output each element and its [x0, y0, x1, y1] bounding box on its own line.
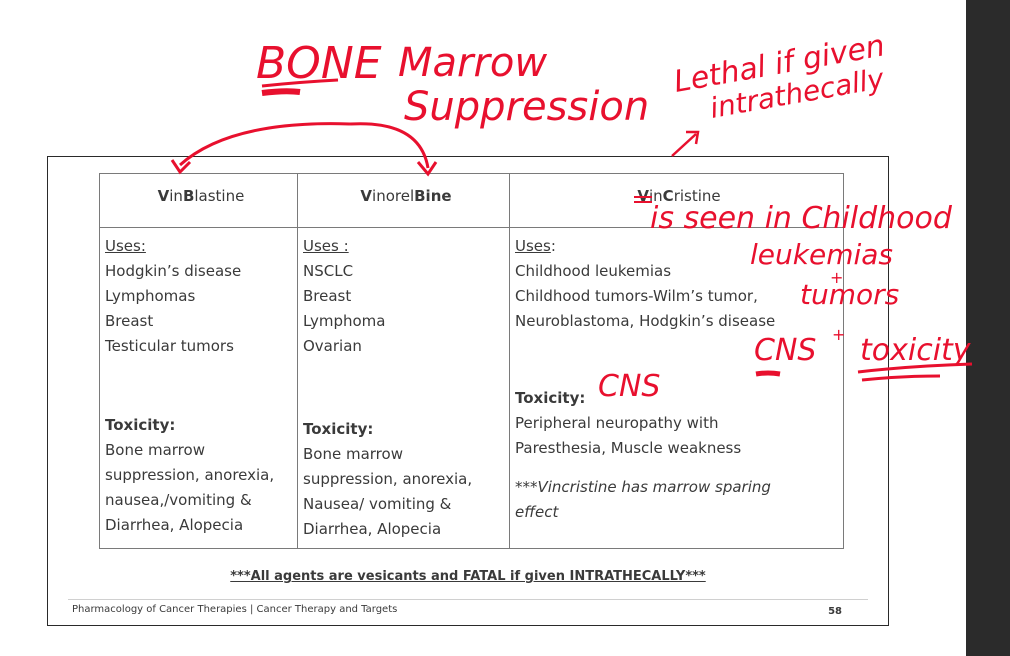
footer-divider — [68, 599, 868, 600]
use-item: Lymphomas — [105, 287, 196, 305]
header-vinblastine: VinBlastine — [99, 173, 298, 228]
uses-colon: : — [550, 237, 556, 255]
note-text: ***Vincristine has marrow sparing — [515, 478, 771, 496]
vincristine-cell: Uses: Childhood leukemias Childhood tumo… — [509, 227, 844, 549]
toxicity-item: suppression, anorexia, — [303, 470, 473, 488]
ink-intrathecally: intrathecally — [707, 62, 886, 125]
header-text: lastine — [194, 187, 245, 205]
header-letter: V — [637, 187, 649, 205]
use-item: NSCLC — [303, 262, 354, 280]
header-text: in — [169, 187, 183, 205]
ink-bone: BONE — [256, 38, 382, 89]
fatal-warning: ***All agents are vesicants and FATAL if… — [230, 569, 706, 584]
ink-arrow — [671, 130, 700, 157]
footer-text: Pharmacology of Cancer Therapies | Cance… — [72, 604, 398, 615]
header-letter: Bine — [414, 187, 452, 205]
note-text: effect — [515, 503, 559, 521]
header-letter: C — [662, 187, 674, 205]
toxicity-item: Diarrhea, Alopecia — [303, 520, 442, 538]
use-item: Neuroblastoma, Hodgkin’s disease — [515, 312, 776, 330]
toxicity-label: Toxicity: — [515, 389, 586, 407]
toxicity-item: suppression, anorexia, — [105, 466, 275, 484]
header-text: in — [648, 187, 663, 205]
ink-underline — [261, 88, 301, 96]
use-item: Childhood leukemias — [515, 262, 672, 280]
toxicity-item: Peripheral neuropathy with — [515, 414, 719, 432]
use-item: Childhood tumors-Wilm’s tumor, — [515, 287, 758, 305]
drug-table: VinBlastine VinorelBine VinCristine Uses… — [99, 173, 844, 549]
vinblastine-cell: Uses: Hodgkin’s disease Lymphomas Breast… — [99, 227, 298, 549]
toxicity-item: Diarrhea, Alopecia — [105, 516, 244, 534]
toxicity-item: Paresthesia, Muscle weakness — [515, 439, 742, 457]
header-letter: V — [157, 187, 170, 205]
toxicity-label: Toxicity: — [105, 416, 176, 434]
vinorelbine-cell: Uses : NSCLC Breast Lymphoma Ovarian Tox… — [297, 227, 510, 549]
use-item: Testicular tumors — [105, 337, 234, 355]
toxicity-item: nausea,/vomiting & — [105, 491, 252, 509]
ink-marrow: Marrow — [398, 40, 547, 86]
uses-label: Uses : — [303, 237, 349, 255]
slide: VinBlastine VinorelBine VinCristine Uses… — [47, 156, 889, 626]
toxicity-item: Bone marrow — [105, 441, 205, 459]
ink-underline — [261, 78, 339, 88]
uses-label: Uses — [515, 237, 551, 255]
header-letter: V — [360, 187, 373, 205]
uses-label: Uses: — [105, 237, 146, 255]
header-vinorelbine: VinorelBine — [297, 173, 510, 228]
header-vincristine: VinCristine — [509, 173, 844, 228]
table-body-row: Uses: Hodgkin’s disease Lymphomas Breast… — [99, 227, 844, 549]
right-sidebar — [966, 0, 1010, 656]
use-item: Breast — [105, 312, 154, 330]
use-item: Breast — [303, 287, 352, 305]
page-number: 58 — [828, 606, 842, 617]
header-text: inorel — [372, 187, 415, 205]
header-letter: B — [182, 187, 195, 205]
ink-lethal: Lethal if given — [671, 28, 887, 99]
table-header-row: VinBlastine VinorelBine VinCristine — [99, 173, 844, 228]
header-text: ristine — [673, 187, 721, 205]
use-item: Lymphoma — [303, 312, 386, 330]
toxicity-item: Nausea/ vomiting & — [303, 495, 452, 513]
use-item: Hodgkin’s disease — [105, 262, 242, 280]
toxicity-label: Toxicity: — [303, 420, 374, 438]
toxicity-item: Bone marrow — [303, 445, 403, 463]
use-item: Ovarian — [303, 337, 362, 355]
ink-suppression: Suppression — [404, 84, 649, 130]
